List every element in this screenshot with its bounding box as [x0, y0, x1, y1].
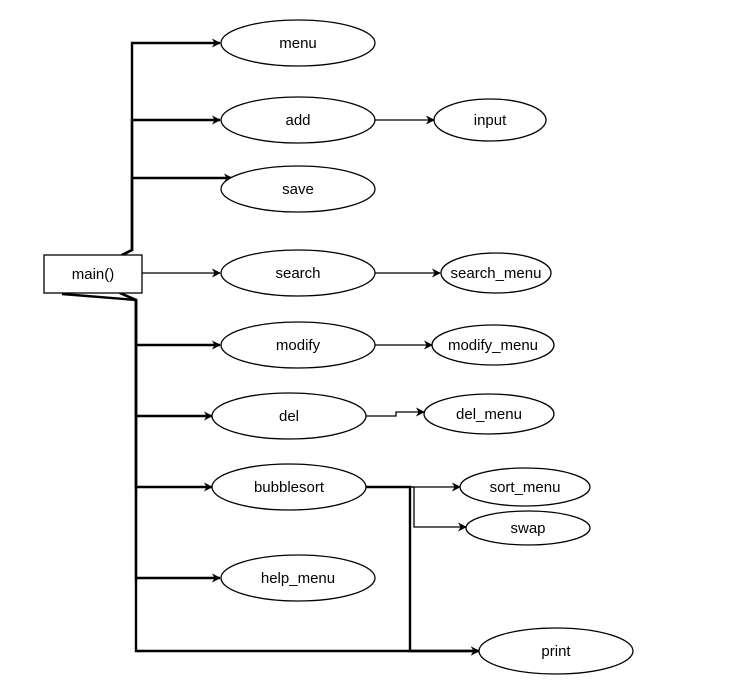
node-modify_menu: modify_menu: [431, 324, 555, 366]
node-menu-label: menu: [279, 35, 317, 52]
node-modify_menu-label: modify_menu: [448, 337, 538, 354]
node-del_menu-shape: [423, 393, 555, 435]
edge-main-to-menu: [121, 38, 221, 257]
edge-del-to-del_menu: [366, 407, 425, 417]
node-add: add: [220, 96, 376, 144]
node-modify-shape: [220, 321, 376, 369]
node-del-label: del: [279, 408, 299, 425]
node-main: main(): [43, 254, 143, 294]
edge-main-to-add: [121, 115, 221, 257]
edge-main-to-save: [121, 173, 233, 257]
edge-main-to-del: [119, 291, 213, 421]
node-help_menu-shape: [220, 554, 376, 602]
node-bubblesort: bubblesort: [211, 463, 367, 511]
node-sort_menu: sort_menu: [459, 467, 591, 507]
node-swap-shape: [465, 510, 591, 546]
node-search-shape: [220, 249, 376, 297]
node-bubblesort-shape: [211, 463, 367, 511]
node-input: input: [433, 98, 547, 142]
node-search_menu: search_menu: [440, 252, 552, 294]
edge-bubblesort-to-print: [366, 485, 480, 656]
node-swap: swap: [465, 510, 591, 546]
node-del-shape: [211, 392, 367, 440]
node-save-label: save: [282, 181, 314, 198]
node-del_menu: del_menu: [423, 393, 555, 435]
edges-layer: [61, 38, 480, 656]
node-print-shape: [478, 627, 634, 675]
node-main-shape: [43, 254, 143, 294]
node-sort_menu-shape: [459, 467, 591, 507]
edge-main-to-bubblesort: [119, 291, 213, 492]
node-save-shape: [220, 165, 376, 213]
node-modify: modify: [220, 321, 376, 369]
node-add-label: add: [285, 112, 310, 129]
node-del_menu-label: del_menu: [456, 406, 522, 423]
node-input-shape: [433, 98, 547, 142]
node-print-label: print: [541, 643, 571, 660]
node-input-label: input: [474, 112, 507, 129]
node-modify-label: modify: [276, 337, 321, 354]
node-swap-label: swap: [510, 520, 545, 537]
node-add-shape: [220, 96, 376, 144]
node-search: search: [220, 249, 376, 297]
node-menu-shape: [220, 19, 376, 67]
node-bubblesort-label: bubblesort: [254, 479, 325, 496]
edge-main-to-print: [61, 292, 480, 656]
node-print: print: [478, 627, 634, 675]
nodes-layer: main() menu add input save search search_menum…: [43, 19, 634, 675]
edge-bubblesort-to-swap: [366, 486, 467, 532]
node-main-label: main(): [72, 266, 115, 283]
node-del: del: [211, 392, 367, 440]
node-search_menu-label: search_menu: [451, 265, 542, 282]
node-help_menu-label: help_menu: [261, 570, 335, 587]
node-menu: menu: [220, 19, 376, 67]
node-search_menu-shape: [440, 252, 552, 294]
node-sort_menu-label: sort_menu: [490, 479, 561, 496]
node-modify_menu-shape: [431, 324, 555, 366]
node-help_menu: help_menu: [220, 554, 376, 602]
node-save: save: [220, 165, 376, 213]
node-search-label: search: [275, 265, 320, 282]
